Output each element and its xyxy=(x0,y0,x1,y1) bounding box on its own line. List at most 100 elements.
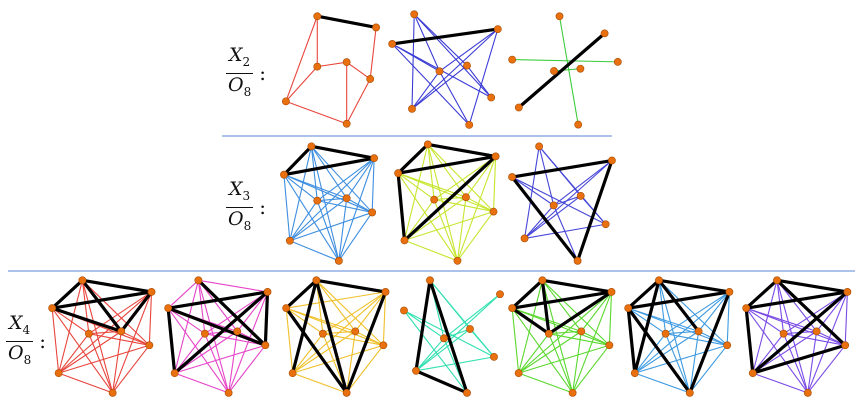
vertex-dot xyxy=(812,327,821,336)
vertex-dot xyxy=(490,352,498,361)
vertex-dot xyxy=(694,327,703,336)
highlight-edge xyxy=(428,278,469,395)
vertex-dot xyxy=(388,40,397,48)
vertex-dot xyxy=(508,55,517,64)
vertex-dot xyxy=(224,388,233,397)
highlight-edge xyxy=(510,290,614,310)
graph-edge xyxy=(322,333,384,346)
graph-edge xyxy=(292,333,324,374)
highlight-edge xyxy=(540,278,551,336)
graph-edge xyxy=(148,291,153,346)
graph-edge xyxy=(88,333,150,346)
graph-edge xyxy=(518,280,543,374)
vertex-dot xyxy=(440,334,448,343)
graph-edge xyxy=(427,144,494,212)
highlight-edge xyxy=(50,306,123,333)
vertex-dot xyxy=(313,196,322,205)
graph-edge xyxy=(572,331,582,393)
highlight-edge xyxy=(517,31,607,110)
highlight-edge xyxy=(80,278,123,333)
highlight-edge xyxy=(263,290,270,347)
graph-edge xyxy=(807,344,846,394)
highlight-edge xyxy=(540,278,614,294)
vertex-dot xyxy=(514,103,523,112)
graph-edge xyxy=(524,160,613,239)
graph-edge xyxy=(197,280,230,393)
graph-edge xyxy=(634,330,699,374)
graph-edge xyxy=(286,291,386,309)
vertex-dot xyxy=(655,276,663,285)
vertex-dot xyxy=(366,75,375,83)
graph-edge xyxy=(752,280,778,374)
graph-edge xyxy=(783,333,846,346)
cube-edge xyxy=(317,61,347,68)
graph-edge xyxy=(292,372,347,394)
octahedron-edge xyxy=(439,71,470,126)
graph-edge xyxy=(427,144,435,200)
vertex-dot xyxy=(779,329,788,338)
graph-edge xyxy=(88,333,114,394)
vertex-dot xyxy=(170,369,179,378)
graph-edge xyxy=(58,372,113,394)
vertex-dot xyxy=(312,276,321,285)
vertex-dot xyxy=(334,256,343,265)
graph-edge xyxy=(456,197,467,261)
cube-edge xyxy=(346,61,371,80)
graph-edge xyxy=(317,200,373,213)
graph-edge xyxy=(469,328,495,358)
highlight-edge xyxy=(744,278,779,310)
highlight-edge xyxy=(173,290,270,375)
vertex-dot xyxy=(381,288,390,296)
graph-edge xyxy=(492,156,497,212)
graph-edge xyxy=(88,330,122,335)
vertex-dot xyxy=(435,67,444,76)
graph-edge xyxy=(289,240,340,262)
highlight-edge xyxy=(510,158,614,179)
graph-edge xyxy=(58,344,150,374)
highlight-edge xyxy=(657,278,732,294)
vertex-dot xyxy=(200,329,209,338)
graph-edge xyxy=(403,310,468,394)
vertex-dot xyxy=(489,207,498,216)
graph-edge xyxy=(548,333,574,394)
vertex-dot xyxy=(164,304,173,313)
graph-edge xyxy=(346,344,384,394)
cube-edge xyxy=(285,16,318,102)
vertex-dot xyxy=(342,388,351,397)
graph-edge xyxy=(82,279,150,346)
graph-edge xyxy=(538,146,555,206)
graph-edge xyxy=(283,174,340,262)
graph-edge xyxy=(524,146,540,239)
octahedron-edge xyxy=(413,13,492,98)
graph-edge xyxy=(292,330,356,374)
graph-edge xyxy=(634,333,667,374)
graph-edge xyxy=(289,200,318,242)
vertex-dot xyxy=(145,341,154,350)
graph-edge xyxy=(457,211,494,262)
graph-edge xyxy=(541,279,582,332)
vertex-dot xyxy=(423,140,432,149)
graph-edge xyxy=(283,174,291,241)
vertex-dot xyxy=(410,10,419,19)
graph-edge xyxy=(403,144,429,241)
octahedron-edge xyxy=(439,28,499,72)
vertex-dot xyxy=(78,276,87,285)
graph-edge xyxy=(121,330,150,346)
vertex-dot xyxy=(576,192,585,200)
highlight-edge xyxy=(775,278,847,347)
graph-edge xyxy=(382,291,387,346)
graph-edge xyxy=(198,279,268,293)
graph-edge xyxy=(338,212,373,262)
octahedron-edge xyxy=(411,70,440,110)
highlight-edge xyxy=(751,343,847,375)
highlight-edge xyxy=(314,278,349,395)
vertex-dot xyxy=(466,325,474,333)
graph-edge xyxy=(174,280,199,374)
vertex-dot xyxy=(400,306,408,315)
graph-edge xyxy=(397,172,494,213)
graph-edge xyxy=(427,144,459,261)
graph-edge xyxy=(167,279,199,309)
graph-edge xyxy=(371,158,375,213)
graph-edge xyxy=(167,307,206,335)
graph-edge xyxy=(572,344,610,394)
